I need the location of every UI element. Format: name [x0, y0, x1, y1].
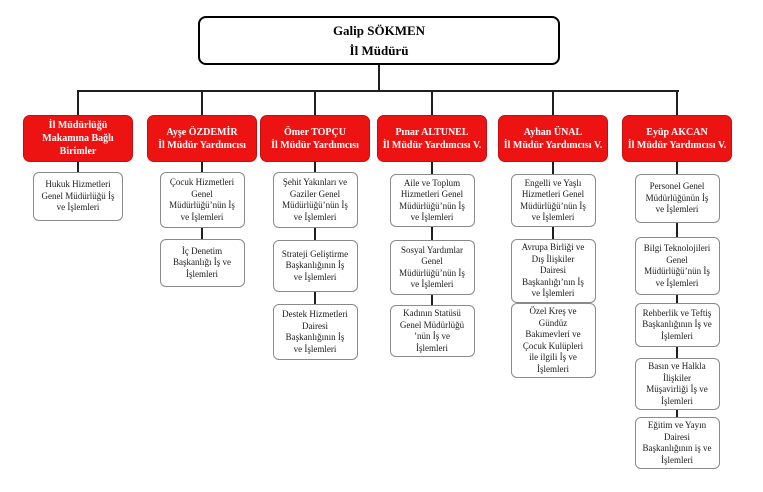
- connector-line: [378, 63, 380, 92]
- root-name: Galip SÖKMEN: [332, 22, 426, 38]
- unit-box: Destek Hizmetleri Dairesi Başkanlığının …: [272, 304, 358, 360]
- unit-box: Engelli ve Yaşlı Hizmetleri Genel Müdürl…: [510, 174, 596, 227]
- unit-box: Strateji Geliştirme Başkanlığının İş ve …: [272, 240, 358, 292]
- unit-box: Avrupa Birliği ve Dış İlişkiler Dairesi …: [510, 239, 596, 303]
- unit-box: Aile ve Toplum Hizmetleri Genel Müdürlüğ…: [389, 174, 475, 227]
- unit-box: Personel Genel Müdürlüğünün İş ve İşleml…: [634, 174, 720, 223]
- deputy-header-box: Ömer TOPÇU İl Müdür Yardımcısı: [260, 115, 370, 162]
- root-node: Galip SÖKMEN İl Müdürü: [198, 16, 560, 65]
- unit-box: Çocuk Hizmetleri Genel Müdürlüğü’nün İş …: [159, 172, 245, 228]
- root-title: İl Müdürü: [349, 42, 409, 58]
- deputy-header-box: Pınar ALTUNEL İl Müdür Yardımcısı V.: [377, 115, 487, 162]
- deputy-header-box: Ayşe ÖZDEMİR İl Müdür Yardımcısı: [147, 115, 257, 162]
- connector-line: [78, 90, 679, 92]
- unit-box: Sosyal Yardımlar Genel Müdürlüğü’nün İş …: [389, 240, 475, 295]
- unit-box: Özel Kreş ve Gündüz Bakımevleri ve Çocuk…: [510, 303, 596, 378]
- deputy-header-box: İl Müdürlüğü Makamına Bağlı Birimler: [23, 115, 133, 162]
- unit-box: Basın ve Halkla İlişkiler Müşavirliği İş…: [634, 358, 720, 410]
- unit-box: Şehit Yakınları ve Gaziler Genel Müdürlü…: [272, 172, 358, 228]
- connector-line: [201, 90, 203, 245]
- deputy-header-box: Eyüp AKCAN İl Müdür Yardımcısı V.: [622, 115, 732, 162]
- unit-box: Kadının Statüsü Genel Müdürlüğü ’nün İş …: [389, 305, 475, 357]
- unit-box: Hukuk Hizmetleri Genel Müdürlüğü İş ve İ…: [33, 172, 123, 221]
- deputy-header-box: Ayhan ÜNAL İl Müdür Yardımcısı V.: [498, 115, 608, 162]
- unit-box: Eğitim ve Yayın Dairesi Başkanlığının iş…: [634, 417, 720, 469]
- unit-box: Rehberlik ve Teftiş Başkanlığının İş ve …: [634, 303, 720, 347]
- unit-box: Bilgi Teknolojileri Genel Müdürlüğü’nün …: [634, 237, 720, 295]
- unit-box: İç Denetim Başkanlığı İş ve İşlemleri: [159, 239, 245, 287]
